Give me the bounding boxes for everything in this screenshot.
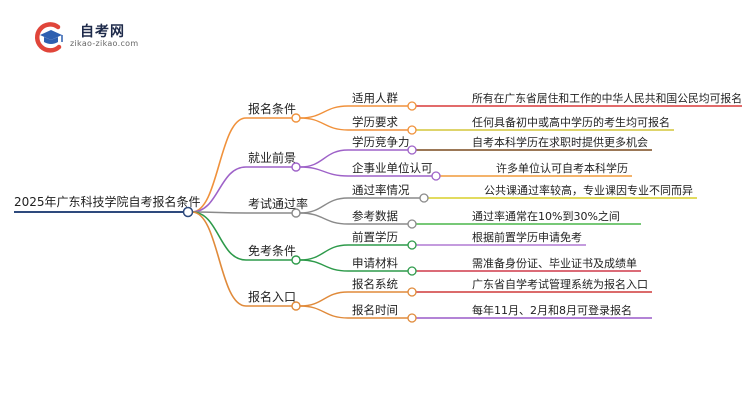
branch-label: 报名入口 [248, 289, 296, 304]
child-label: 报名时间 [352, 303, 398, 317]
detail-label: 许多单位认可自考本科学历 [496, 161, 628, 175]
child-connector [299, 212, 349, 225]
branch-connector [191, 211, 247, 214]
detail-label: 通过率通常在10%到30%之间 [472, 209, 620, 223]
child-label: 企事业单位认可 [352, 161, 433, 175]
child-connector [299, 259, 349, 272]
branch-label: 报名条件 [248, 101, 296, 116]
branch-connector [191, 117, 247, 213]
detail-label: 自考本科学历在求职时提供更多机会 [472, 135, 648, 149]
child-connector [299, 149, 349, 168]
child-label: 适用人群 [352, 91, 398, 105]
branch-node-dot[interactable] [291, 301, 301, 311]
branch-connector [191, 166, 247, 213]
child-label: 前置学历 [352, 230, 398, 244]
detail-label: 每年11月、2月和8月可登录报名 [472, 303, 632, 317]
child-label: 学历竞争力 [352, 135, 410, 149]
detail-label: 需准备身份证、毕业证书及成绩单 [472, 256, 637, 270]
child-connector [299, 244, 349, 261]
detail-label: 根据前置学历申请免考 [472, 230, 582, 244]
child-connector [299, 105, 349, 119]
child-node-dot[interactable] [407, 145, 417, 155]
child-connector [299, 291, 349, 307]
child-node-dot[interactable] [431, 171, 441, 181]
branch-connector [191, 211, 247, 307]
detail-label: 公共课通过率较高，专业课因专业不同而异 [484, 183, 693, 197]
branch-connector [191, 211, 247, 261]
child-node-dot[interactable] [407, 240, 417, 250]
child-connector [299, 305, 349, 319]
child-node-dot[interactable] [407, 219, 417, 229]
connector-layer [14, 105, 742, 319]
branch-label: 考试通过率 [248, 196, 308, 211]
detail-label: 任何具备初中或高中学历的考生均可报名 [472, 115, 670, 129]
logo-subtitle: zikao-zikao.com [70, 39, 139, 48]
detail-label: 所有在广东省居住和工作的中华人民共和国公民均可报名 [472, 91, 742, 105]
node-layer: 2025年广东科技学院自考报名条件 报名条件 适用人群 所有在广东省居住和工作的中华人… [14, 91, 742, 323]
branch-node-dot[interactable] [291, 255, 301, 265]
child-label: 参考数据 [352, 209, 398, 223]
child-label: 报名系统 [352, 277, 398, 291]
branch-label: 免考条件 [248, 243, 296, 258]
child-label: 学历要求 [352, 115, 398, 129]
branch-node-dot[interactable] [291, 113, 301, 123]
child-node-dot[interactable] [407, 287, 417, 297]
child-node-dot[interactable] [407, 125, 417, 135]
logo-title: 自考网 [80, 24, 125, 40]
child-node-dot[interactable] [407, 266, 417, 276]
root-label: 2025年广东科技学院自考报名条件 [14, 194, 201, 209]
detail-label: 广东省自学考试管理系统为报名入口 [472, 277, 648, 291]
child-connector [299, 166, 349, 177]
logo-icon [34, 22, 63, 53]
site-logo[interactable]: 自考网 zikao-zikao.com [32, 20, 152, 54]
child-label: 申请材料 [352, 256, 398, 270]
branch-node-dot[interactable] [291, 162, 301, 172]
branch-label: 就业前景 [248, 150, 296, 165]
child-label: 通过率情况 [352, 183, 410, 197]
child-connector [299, 117, 349, 131]
child-node-dot[interactable] [407, 313, 417, 323]
branch-node-dot[interactable] [291, 208, 301, 218]
child-node-dot[interactable] [407, 101, 417, 111]
root-node-dot[interactable] [182, 206, 194, 218]
child-node-dot[interactable] [419, 193, 429, 203]
